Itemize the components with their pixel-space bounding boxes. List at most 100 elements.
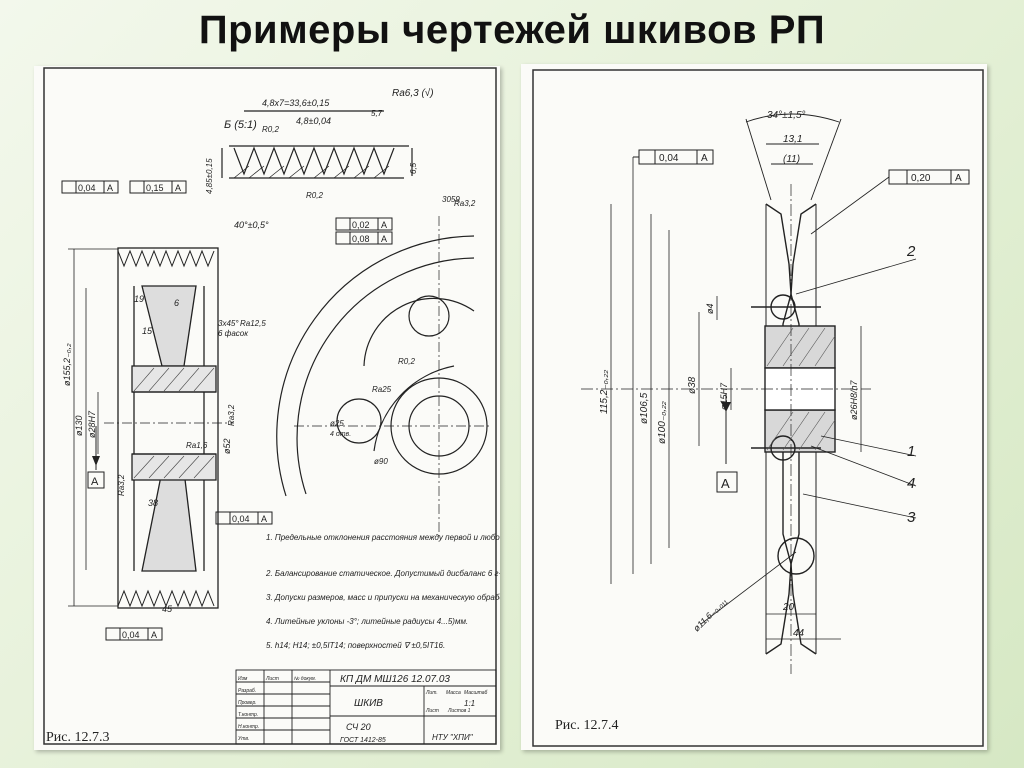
svg-text:0,04: 0,04 bbox=[232, 514, 250, 524]
groove-dim-7: 4,85±0,15 bbox=[205, 158, 214, 194]
left-pulley-drawing: Ra6,3 (√) Б (5:1) 4,8x7=33,6±0,15 4,8±0,… bbox=[43, 67, 500, 745]
dim-106: ø106,5 bbox=[639, 392, 650, 424]
svg-text:А: А bbox=[91, 476, 99, 488]
dim-chamfer-count: 6 фасок bbox=[218, 329, 249, 338]
drawing-frame bbox=[532, 69, 984, 747]
svg-text:Лист: Лист bbox=[425, 708, 439, 714]
svg-text:Утв.: Утв. bbox=[238, 736, 249, 742]
svg-text:0,04: 0,04 bbox=[78, 183, 96, 193]
tolerance-frame-top-1: 0,04 А bbox=[61, 180, 119, 194]
dim-d26: ø26H8/h7 bbox=[849, 379, 859, 420]
right-pulley-drawing: 34°±1,5° 13,1 (11) 0,04 А 0,20 А bbox=[532, 69, 984, 747]
dim-bore: ø28H7 bbox=[87, 410, 97, 438]
svg-text:№ докум.: № докум. bbox=[294, 676, 316, 682]
dim-19: 19 bbox=[134, 294, 144, 304]
svg-text:0,15: 0,15 bbox=[146, 183, 164, 193]
svg-text:А: А bbox=[261, 514, 267, 524]
svg-text:А: А bbox=[381, 220, 387, 230]
groove-dim-4: 5,7 bbox=[371, 109, 383, 118]
svg-text:А: А bbox=[721, 476, 730, 491]
svg-text:0,02: 0,02 bbox=[352, 220, 370, 230]
dim-rim-diameter: ø130 bbox=[74, 415, 84, 436]
note-2: 2. Балансирование статическое. Допустимы… bbox=[265, 569, 500, 578]
dim-ra32-b: Ra3,2 bbox=[117, 474, 126, 496]
title-block-scale: 1:1 bbox=[464, 699, 475, 708]
callout-1: 1 bbox=[907, 443, 915, 460]
datum-a-left: А bbox=[87, 426, 105, 489]
title-block-standard: ГОСТ 1412-85 bbox=[340, 737, 386, 744]
angle-label: 34°±1,5° bbox=[767, 110, 806, 121]
svg-text:0,04: 0,04 bbox=[659, 153, 679, 164]
dim-38: 38 bbox=[148, 498, 158, 508]
svg-text:0,08: 0,08 bbox=[352, 234, 370, 244]
dim-11: (11) bbox=[783, 154, 800, 165]
left-caption: Рис. 12.7.3 bbox=[46, 730, 110, 745]
dim-r02-side: R0,2 bbox=[398, 357, 415, 366]
callout-leaders bbox=[795, 258, 917, 519]
tolerance-frame-box-b: 0,08 А bbox=[335, 231, 393, 245]
svg-text:А: А bbox=[701, 153, 708, 164]
datum-a-right: А bbox=[716, 394, 738, 493]
svg-text:А: А bbox=[107, 183, 113, 193]
dim-6: 6 bbox=[174, 298, 179, 308]
dim-ra125: Ra12,5 bbox=[240, 319, 266, 328]
note-3: 3. Допуски размеров, масс и припуски на … bbox=[266, 593, 500, 602]
technical-notes: 1. Предельные отклонения расстояния межд… bbox=[265, 533, 500, 650]
dim-15: 15 bbox=[142, 326, 153, 336]
vertical-dims bbox=[610, 204, 862, 584]
dim-hub: ø52 bbox=[222, 438, 232, 454]
svg-text:Н.контр.: Н.контр. bbox=[238, 724, 259, 730]
pulley-side-view bbox=[276, 216, 489, 536]
svg-text:Разраб.: Разраб. bbox=[238, 688, 256, 694]
title-block bbox=[235, 669, 497, 745]
left-drawing-panel: Ra6,3 (√) Б (5:1) 4,8x7=33,6±0,15 4,8±0,… bbox=[34, 66, 500, 750]
svg-text:А: А bbox=[175, 183, 181, 193]
dim-ra32-side: Ra3,2 bbox=[454, 199, 476, 208]
groove-dim-5: R0,2 bbox=[306, 191, 323, 200]
slide-title: Примеры чертежей шкивов РП bbox=[198, 8, 826, 52]
section-label: Б (5:1) bbox=[224, 119, 257, 131]
dim-44: 44 bbox=[793, 628, 805, 639]
dim-d38: ø38 bbox=[687, 376, 698, 394]
pulley-section bbox=[581, 184, 871, 674]
groove-dim-3: R0,2 bbox=[262, 125, 279, 134]
tolerance-frame-bottom: 0,04 А bbox=[105, 627, 163, 641]
dim-13-1: 13,1 bbox=[783, 134, 802, 145]
section-hatching bbox=[133, 367, 215, 479]
dim-chamfer: 3х45° bbox=[218, 319, 239, 328]
dim-d4: ø4 bbox=[705, 303, 715, 314]
tolerance-frame-box-a: 0,02 А bbox=[335, 217, 393, 231]
svg-text:0,20: 0,20 bbox=[911, 173, 931, 184]
dim-ra32-a: Ra3,2 bbox=[227, 404, 236, 426]
dim-ra25: Ra25 bbox=[372, 385, 392, 394]
svg-text:Изм: Изм bbox=[238, 676, 248, 682]
dim-holes: 4 отв. bbox=[330, 431, 351, 438]
svg-text:Лист: Лист bbox=[265, 676, 279, 682]
note-1: 1. Предельные отклонения расстояния межд… bbox=[266, 533, 500, 542]
callout-2: 2 bbox=[906, 243, 916, 260]
dim-d90: ø90 bbox=[374, 457, 388, 466]
dim-outer-diameter: ø155,2₋₀,₂ bbox=[62, 343, 72, 386]
tolerance-frame-left: 0,04 А bbox=[632, 149, 714, 574]
svg-text:А: А bbox=[381, 234, 387, 244]
hub-hatching bbox=[766, 327, 836, 451]
title-block-row-labels: Разраб. Провер. Т.контр. Н.контр. Утв. И… bbox=[238, 676, 316, 742]
groove-dim-2: 4,8±0,04 bbox=[296, 116, 331, 126]
dim-d15: ø15H7 bbox=[719, 382, 729, 410]
title-block-material: СЧ 20 bbox=[346, 722, 371, 732]
tolerance-frame-top-2: 0,15 А bbox=[129, 180, 187, 194]
title-block-cells: Лит. Масса Масштаб Лист Листов 1 bbox=[425, 690, 488, 714]
callout-3: 3 bbox=[907, 509, 916, 526]
groove-angle bbox=[745, 113, 842, 201]
svg-text:Т.контр.: Т.контр. bbox=[238, 712, 258, 718]
svg-text:Масса: Масса bbox=[446, 690, 461, 696]
tolerance-frame-mid: 0,04 А bbox=[215, 511, 273, 525]
svg-text:Лит.: Лит. bbox=[425, 690, 438, 696]
dim-115: 115,2₋₀,₂₂ bbox=[599, 370, 610, 414]
groove-dim-8: 6,5 bbox=[409, 162, 418, 174]
dim-d25: ø25 bbox=[330, 419, 344, 428]
svg-text:Листов 1: Листов 1 bbox=[447, 708, 471, 714]
left-dimension-lines bbox=[68, 248, 118, 607]
tolerance-frame-right: 0,20 А bbox=[810, 169, 970, 235]
dim-3059: 3059 bbox=[442, 195, 460, 204]
